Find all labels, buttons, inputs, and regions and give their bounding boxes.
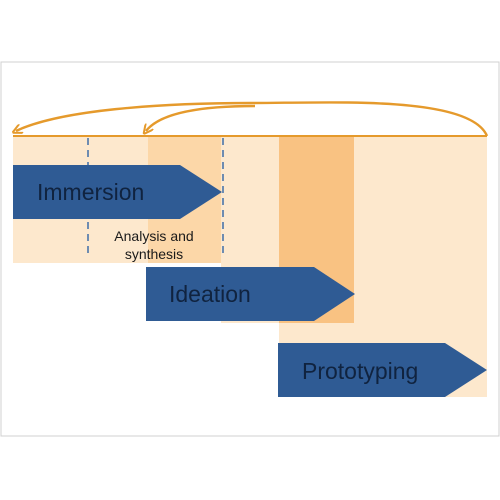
loop-arrow-inner: [146, 104, 256, 131]
phase-label-immersion: Immersion: [37, 179, 145, 205]
phase-arrow-immersion: [13, 165, 222, 219]
analysis-synthesis-note: Analysis and synthesis: [96, 227, 212, 263]
analysis-synthesis-line-2: synthesis: [124, 246, 184, 262]
analysis-synthesis-line-1: Analysis and: [114, 228, 194, 244]
band-prototyping: [354, 136, 487, 323]
phase-label-ideation: Ideation: [169, 281, 251, 307]
loop-arrow-outer: [16, 101, 489, 137]
phase-arrow-ideation: [146, 267, 355, 321]
phase-label-prototyping: Prototyping: [302, 358, 419, 384]
phase-arrow-prototyping: [278, 343, 487, 397]
